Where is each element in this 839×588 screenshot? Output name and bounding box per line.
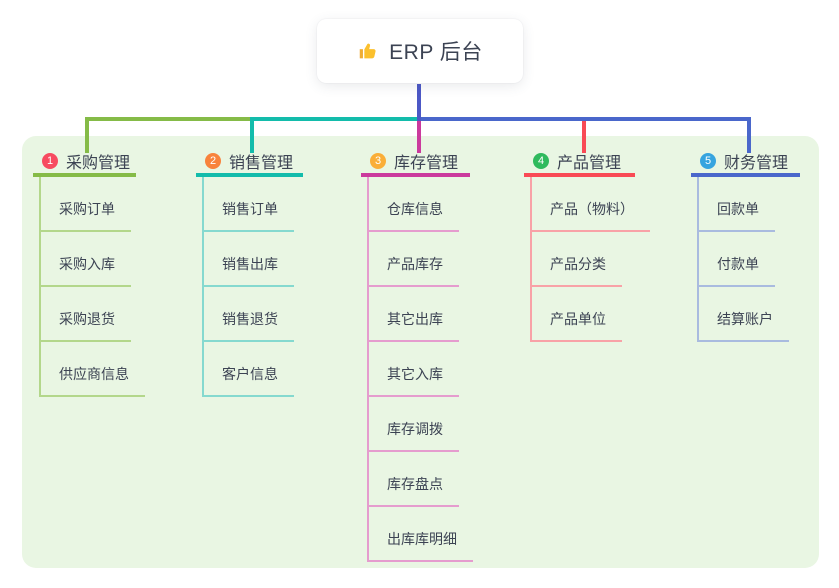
child-node[interactable]: 销售出库 xyxy=(202,254,294,287)
child-node[interactable]: 仓库信息 xyxy=(367,199,459,232)
thumbs-up-icon xyxy=(357,40,379,62)
branch-node[interactable]: 2 销售管理 xyxy=(196,149,303,177)
child-node[interactable]: 出库库明细 xyxy=(367,529,473,562)
child-node[interactable]: 采购入库 xyxy=(39,254,131,287)
child-node[interactable]: 采购订单 xyxy=(39,199,131,232)
child-node[interactable]: 结算账户 xyxy=(697,309,789,342)
child-connector-line xyxy=(367,177,369,562)
branch-title: 采购管理 xyxy=(66,155,131,172)
child-node[interactable]: 产品分类 xyxy=(530,254,622,287)
branch-node[interactable]: 3 库存管理 xyxy=(361,149,470,177)
child-node[interactable]: 采购退货 xyxy=(39,309,131,342)
branch-title: 财务管理 xyxy=(724,155,789,172)
child-node[interactable]: 库存调拨 xyxy=(367,419,459,452)
branch-title: 产品管理 xyxy=(557,155,622,172)
child-node[interactable]: 产品单位 xyxy=(530,309,622,342)
branch-node[interactable]: 5 财务管理 xyxy=(691,149,800,177)
branch-children: 仓库信息 产品库存 其它出库 其它入库 库存调拨 库存盘点 出库库明细 xyxy=(361,177,473,562)
branch-title: 库存管理 xyxy=(394,155,459,172)
branch-node[interactable]: 1 采购管理 xyxy=(33,149,136,177)
mindmap-background-panel xyxy=(22,136,819,568)
branch-number-badge: 5 xyxy=(700,153,716,169)
branch-number-badge: 4 xyxy=(533,153,549,169)
child-node[interactable]: 库存盘点 xyxy=(367,474,459,507)
child-node[interactable]: 回款单 xyxy=(697,199,775,232)
branch-number-badge: 2 xyxy=(205,153,221,169)
branch-sales-management: 2 销售管理 销售订单 销售出库 销售退货 客户信息 xyxy=(196,149,303,397)
root-title: ERP 后台 xyxy=(389,41,483,64)
child-node[interactable]: 产品库存 xyxy=(367,254,459,287)
branch-title: 销售管理 xyxy=(229,155,294,172)
child-node[interactable]: 其它出库 xyxy=(367,309,459,342)
child-node[interactable]: 其它入库 xyxy=(367,364,459,397)
child-node[interactable]: 产品（物料） xyxy=(530,199,650,232)
branch-children: 回款单 付款单 结算账户 xyxy=(691,177,800,342)
child-connector-line xyxy=(530,177,532,342)
branch-finance-management: 5 财务管理 回款单 付款单 结算账户 xyxy=(691,149,800,342)
branch-inventory-management: 3 库存管理 仓库信息 产品库存 其它出库 其它入库 库存调拨 库存盘点 出库库… xyxy=(361,149,473,562)
root-node-erp[interactable]: ERP 后台 xyxy=(317,19,523,83)
child-connector-line xyxy=(39,177,41,397)
child-node[interactable]: 付款单 xyxy=(697,254,775,287)
branch-children: 产品（物料） 产品分类 产品单位 xyxy=(524,177,650,342)
child-connector-line xyxy=(697,177,699,342)
child-node[interactable]: 销售订单 xyxy=(202,199,294,232)
branch-purchase-management: 1 采购管理 采购订单 采购入库 采购退货 供应商信息 xyxy=(33,149,145,397)
child-node[interactable]: 供应商信息 xyxy=(39,364,145,397)
branch-product-management: 4 产品管理 产品（物料） 产品分类 产品单位 xyxy=(524,149,650,342)
branch-children: 采购订单 采购入库 采购退货 供应商信息 xyxy=(33,177,145,397)
branch-node[interactable]: 4 产品管理 xyxy=(524,149,635,177)
child-node[interactable]: 销售退货 xyxy=(202,309,294,342)
branch-number-badge: 1 xyxy=(42,153,58,169)
branch-children: 销售订单 销售出库 销售退货 客户信息 xyxy=(196,177,303,397)
branch-number-badge: 3 xyxy=(370,153,386,169)
child-connector-line xyxy=(202,177,204,397)
child-node[interactable]: 客户信息 xyxy=(202,364,294,397)
